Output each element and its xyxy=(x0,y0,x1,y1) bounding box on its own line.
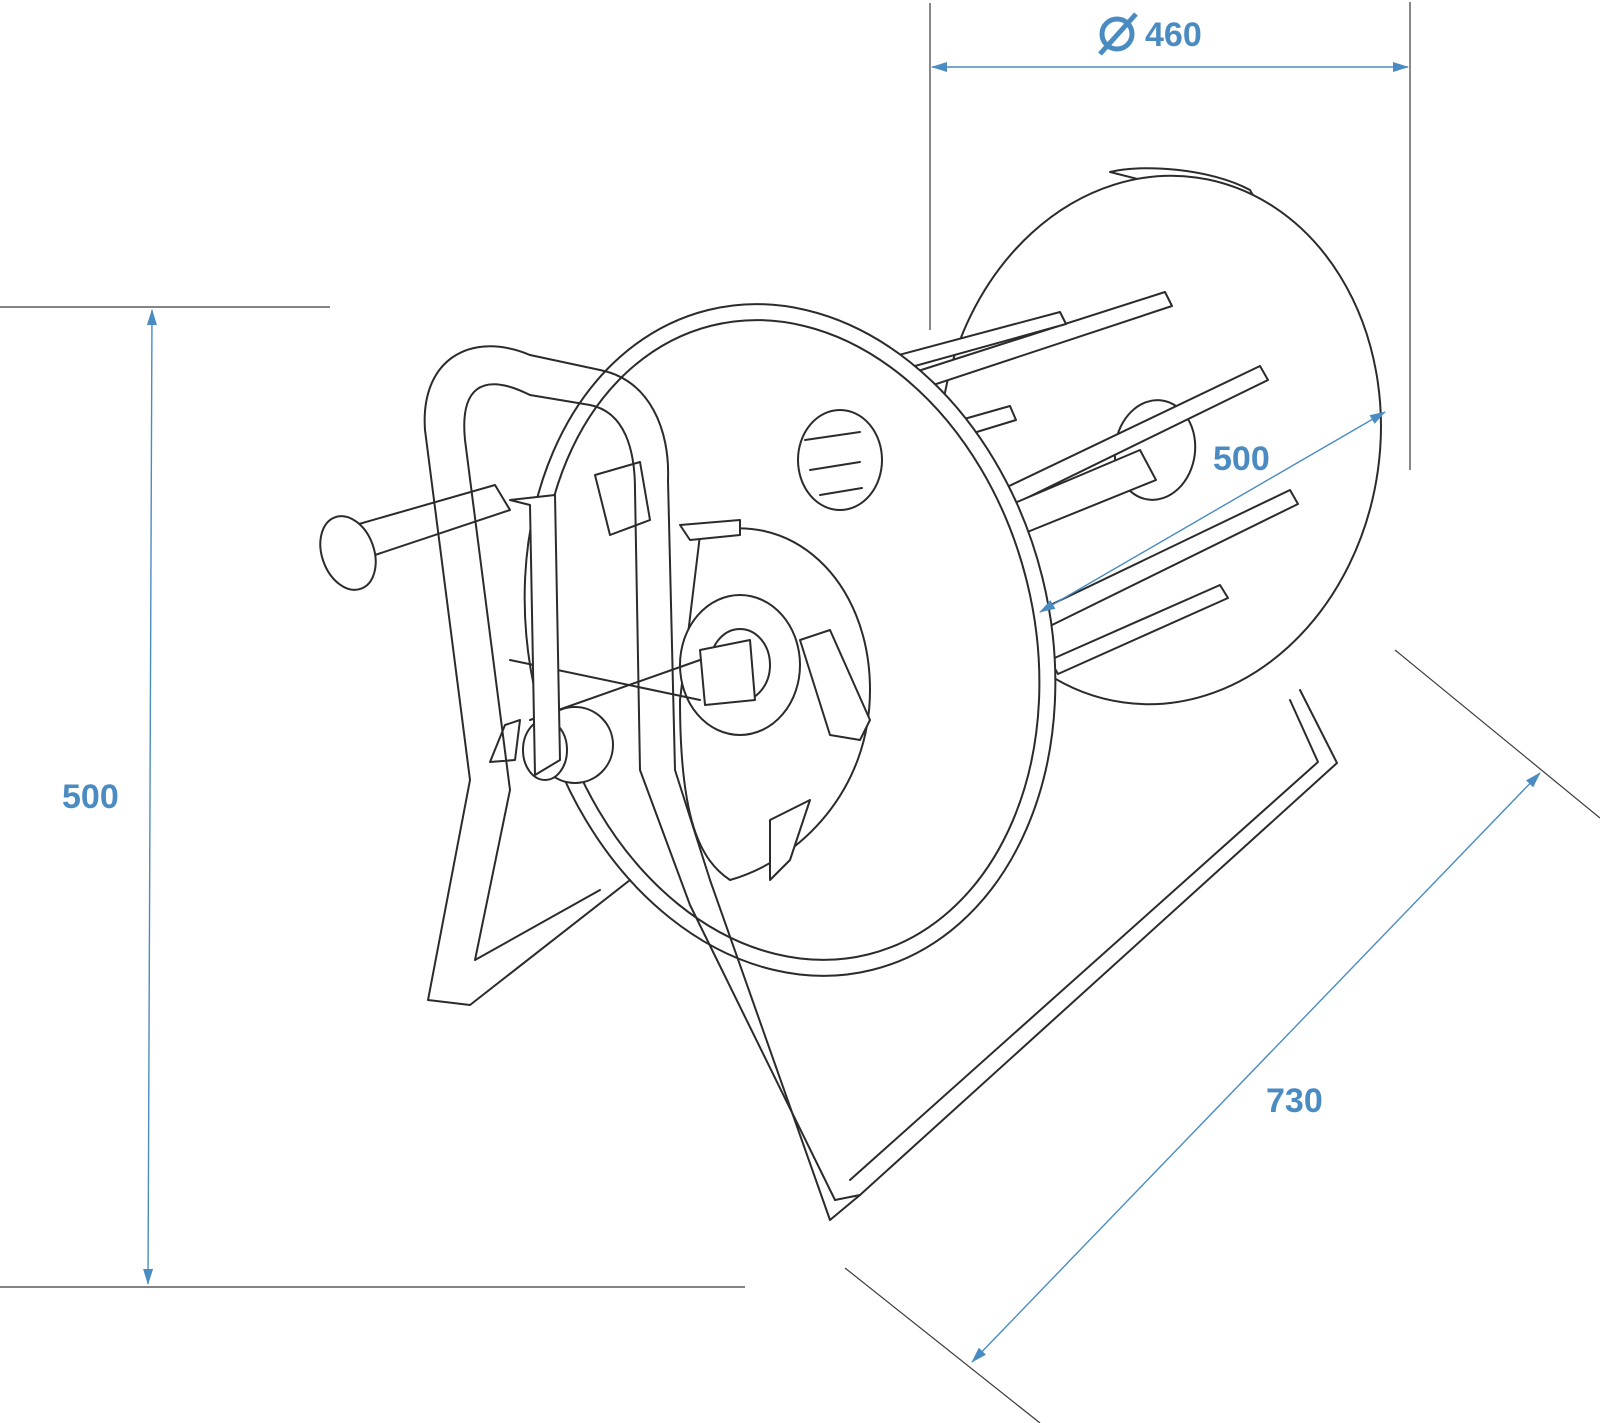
base-length-value: 730 xyxy=(1266,1082,1323,1120)
height-dimension: 500 xyxy=(62,309,157,1285)
crank-handle xyxy=(319,484,561,776)
base-length-dimension: 730 xyxy=(971,772,1541,1363)
drum-length-dimension: 500 xyxy=(1039,411,1386,613)
diameter-value: 460 xyxy=(1145,16,1202,54)
height-value: 500 xyxy=(62,778,119,816)
drum-length-dimension-line xyxy=(1039,411,1386,613)
diameter-dimension: 460 xyxy=(931,12,1409,72)
cable-reel xyxy=(319,167,1382,1221)
front-stand-frame xyxy=(423,345,861,1221)
drum-length-value: 500 xyxy=(1213,440,1270,478)
base-length-dimension-line xyxy=(971,772,1541,1363)
height-dimension-line xyxy=(143,309,157,1285)
diameter-symbol-icon xyxy=(1098,12,1138,56)
